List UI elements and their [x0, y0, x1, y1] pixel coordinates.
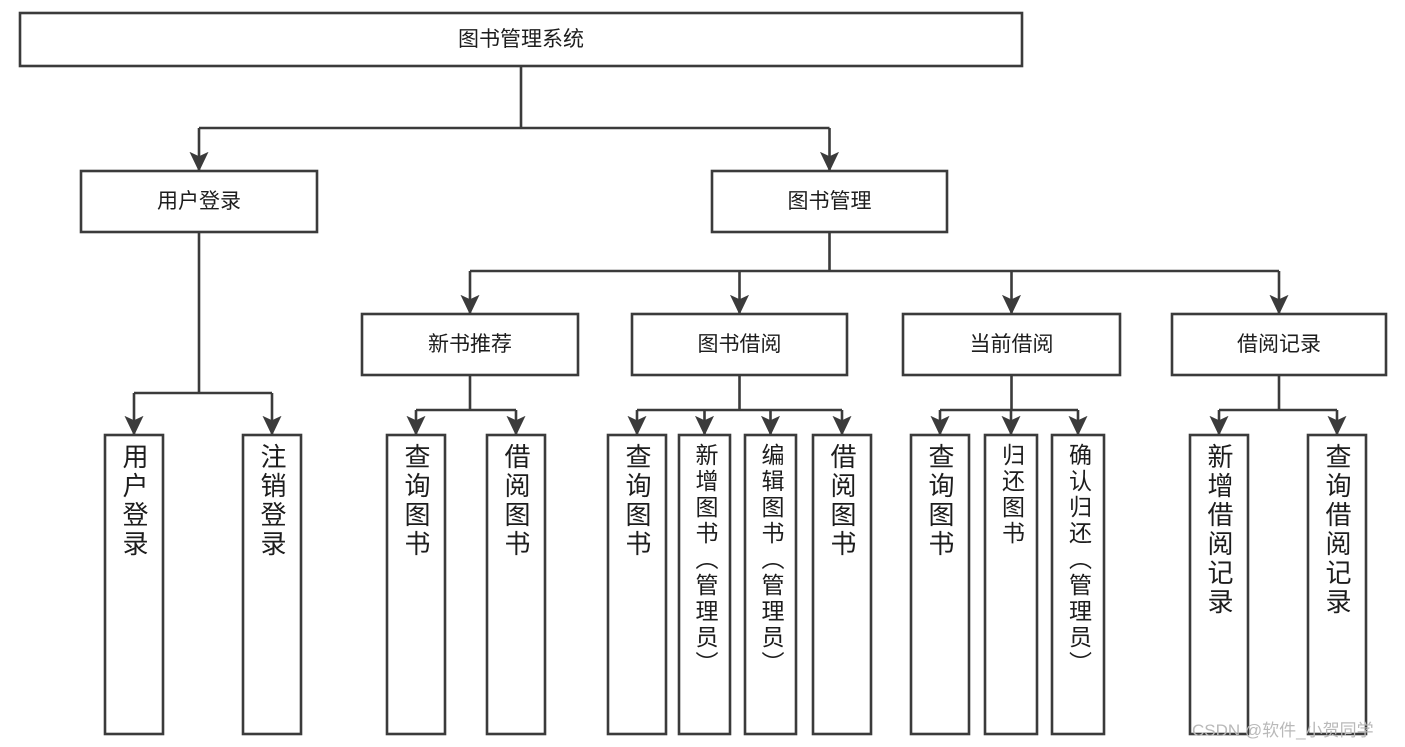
node-leaf-4-rect — [606, 433, 668, 736]
node-level3-1-rect — [630, 312, 849, 377]
node-root-label: 图书管理系统 — [458, 28, 584, 51]
node-leaf-5-rect — [677, 433, 732, 736]
node-level2-0-rect — [79, 169, 319, 234]
node-leaf-10[interactable] — [1050, 433, 1106, 736]
node-level3-0-rect — [360, 312, 580, 377]
node-level2-1-rect — [710, 169, 949, 234]
node-level2-1[interactable]: 图书管理 — [710, 169, 949, 234]
node-level3-3-rect — [1170, 312, 1388, 377]
node-leaf-2-rect — [385, 433, 447, 736]
node-leaf-3[interactable] — [485, 433, 547, 736]
node-leaf-12-rect — [1306, 433, 1368, 736]
node-leaf-3-rect — [485, 433, 547, 736]
node-leaf-6-rect — [743, 433, 798, 736]
node-level3-0[interactable]: 新书推荐 — [360, 312, 580, 377]
node-level3-1[interactable]: 图书借阅 — [630, 312, 849, 377]
node-level3-1-label: 图书借阅 — [698, 333, 782, 356]
connector-group — [124, 66, 1347, 436]
node-root[interactable]: 图书管理系统 — [18, 11, 1024, 68]
watermark: CSDN @软件_小贺同学 — [1192, 721, 1374, 740]
node-leaf-11[interactable] — [1188, 433, 1250, 736]
node-leaf-9-rect — [983, 433, 1039, 736]
node-leaf-7[interactable] — [811, 433, 873, 736]
node-leaf-0[interactable] — [103, 433, 165, 736]
node-level3-3[interactable]: 借阅记录 — [1170, 312, 1388, 377]
node-level2-0-label: 用户登录 — [157, 190, 241, 213]
node-root-rect — [18, 11, 1024, 68]
node-leaf-5[interactable] — [677, 433, 732, 736]
node-level3-2-label: 当前借阅 — [970, 333, 1054, 356]
node-level2-1-label: 图书管理 — [788, 190, 872, 213]
node-leaf-10-rect — [1050, 433, 1106, 736]
node-leaf-7-rect — [811, 433, 873, 736]
node-level2-0[interactable]: 用户登录 — [79, 169, 319, 234]
node-leaf-0-rect — [103, 433, 165, 736]
node-leaf-1-rect — [241, 433, 303, 736]
node-level3-0-label: 新书推荐 — [428, 333, 512, 356]
node-leaf-2[interactable] — [385, 433, 447, 736]
node-leaf-4[interactable] — [606, 433, 668, 736]
node-level3-2[interactable]: 当前借阅 — [901, 312, 1122, 377]
node-leaf-1[interactable] — [241, 433, 303, 736]
node-level3-3-label: 借阅记录 — [1237, 333, 1321, 356]
node-leaf-8[interactable] — [909, 433, 971, 736]
node-leaf-6[interactable] — [743, 433, 798, 736]
node-level3-2-rect — [901, 312, 1122, 377]
node-leaf-12[interactable] — [1306, 433, 1368, 736]
node-leaf-11-rect — [1188, 433, 1250, 736]
node-leaf-8-rect — [909, 433, 971, 736]
node-leaf-9[interactable] — [983, 433, 1039, 736]
